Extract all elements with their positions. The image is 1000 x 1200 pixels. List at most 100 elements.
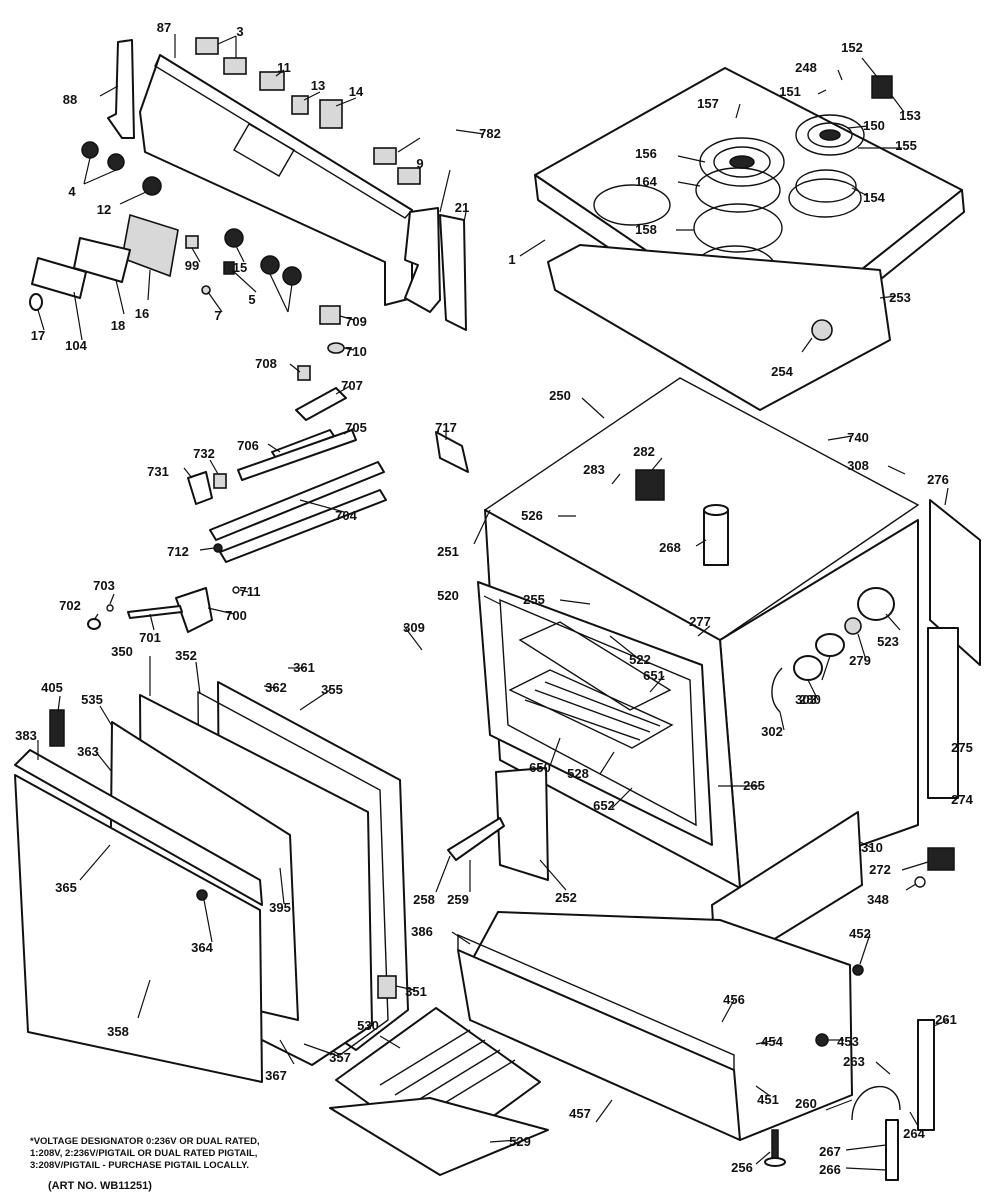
callout-1: 1	[508, 252, 515, 267]
part-leg-256	[771, 1129, 779, 1161]
callout-386: 386	[411, 924, 433, 939]
callout-151: 151	[779, 84, 801, 99]
callout-302: 302	[761, 724, 783, 739]
part-348	[914, 876, 926, 888]
callout-530: 530	[357, 1018, 379, 1033]
callout-87: 87	[157, 20, 171, 35]
callout-348: 348	[867, 892, 889, 907]
callout-279: 279	[849, 653, 871, 668]
part-drip-pan-154	[795, 169, 857, 203]
part-thermostat-282	[635, 469, 665, 501]
callout-357: 357	[329, 1050, 351, 1065]
callout-272: 272	[869, 862, 891, 877]
callout-350: 350	[111, 644, 133, 659]
callout-21: 21	[455, 200, 469, 215]
part-broiler-slot-c	[409, 1049, 501, 1106]
callout-264: 264	[903, 1126, 925, 1141]
note-line: 3:208V/PIGTAIL - PURCHASE PIGTAIL LOCALL…	[30, 1160, 250, 1171]
callout-700: 700	[225, 608, 247, 623]
callout-452: 452	[849, 926, 871, 941]
part-rail-704	[209, 461, 385, 541]
callout-704: 704	[335, 508, 357, 523]
part-254	[811, 319, 833, 341]
callout-710: 710	[345, 344, 367, 359]
callout-3: 3	[236, 24, 243, 39]
part-lock-700	[175, 587, 213, 633]
part-element-150-inner	[807, 122, 853, 148]
art-number: (ART NO. WB11251)	[48, 1180, 152, 1192]
part-rack-650	[508, 669, 674, 749]
callout-252: 252	[555, 890, 577, 905]
part-703	[106, 604, 114, 612]
callout-652: 652	[593, 798, 615, 813]
part-burner-opening-b	[788, 178, 862, 218]
part-drawer-trim-386	[457, 933, 735, 1072]
callout-268: 268	[659, 540, 681, 555]
part-latch-707	[295, 387, 347, 421]
part-control-panel-top	[154, 53, 414, 219]
part-door-outer-358	[14, 774, 263, 1083]
callout-150: 150	[863, 118, 885, 133]
part-708	[297, 365, 311, 381]
callout-265: 265	[743, 778, 765, 793]
part-rail-705	[237, 429, 357, 481]
part-panel-window	[233, 123, 295, 177]
callout-522: 522	[629, 652, 651, 667]
callout-12: 12	[97, 202, 111, 217]
part-switch-3c	[373, 147, 397, 165]
part-bracket-258	[447, 817, 505, 861]
callout-363: 363	[77, 744, 99, 759]
callout-256: 256	[731, 1160, 753, 1175]
part-element-150	[795, 114, 865, 156]
callout-782: 782	[479, 126, 501, 141]
part-drip-pan-164	[695, 167, 781, 213]
part-side-252	[495, 767, 549, 881]
callout-280: 280	[799, 692, 821, 707]
part-element-150-core	[819, 129, 841, 141]
callout-309: 309	[403, 620, 425, 635]
callout-457: 457	[569, 1106, 591, 1121]
callout-702: 702	[59, 598, 81, 613]
callout-16: 16	[135, 306, 149, 321]
callout-258: 258	[413, 892, 435, 907]
callout-251: 251	[437, 544, 459, 559]
callout-88: 88	[63, 92, 77, 107]
part-element-156-inner	[713, 146, 771, 178]
part-hinge-260	[851, 1086, 901, 1121]
callout-254: 254	[771, 364, 793, 379]
callout-453: 453	[837, 1034, 859, 1049]
note-line: *VOLTAGE DESIGNATOR 0:236V OR DUAL RATED…	[30, 1136, 260, 1147]
callout-253: 253	[889, 290, 911, 305]
part-405	[49, 709, 65, 747]
part-oven-cavity	[499, 598, 697, 827]
part-switch-11	[259, 71, 285, 91]
callout-248: 248	[795, 60, 817, 75]
callout-358: 358	[107, 1024, 129, 1039]
callout-5: 5	[248, 292, 255, 307]
callout-154: 154	[863, 190, 885, 205]
callout-303: 303	[795, 692, 817, 707]
callout-355: 355	[321, 682, 343, 697]
callout-731: 731	[147, 464, 169, 479]
part-timer-14	[319, 99, 343, 129]
part-bulb-280	[815, 633, 845, 657]
callout-523: 523	[877, 634, 899, 649]
callout-15: 15	[233, 260, 247, 275]
callout-740: 740	[847, 430, 869, 445]
callout-14: 14	[349, 84, 364, 99]
part-wire-302	[771, 667, 783, 713]
part-732	[213, 473, 227, 489]
part-end-bracket	[439, 214, 467, 331]
part-clock-16	[121, 213, 179, 278]
callout-250: 250	[549, 388, 571, 403]
part-452	[852, 964, 864, 976]
part-oven-liner	[477, 581, 713, 846]
callout-709: 709	[345, 314, 367, 329]
part-burner-opening-a	[593, 184, 671, 226]
voltage-designator-note: *VOLTAGE DESIGNATOR 0:236V OR DUAL RATED…	[30, 1136, 360, 1172]
part-knob-12	[142, 176, 162, 196]
callout-711: 711	[240, 584, 261, 599]
part-5	[223, 261, 235, 275]
part-broiler-slot-b	[394, 1039, 486, 1096]
